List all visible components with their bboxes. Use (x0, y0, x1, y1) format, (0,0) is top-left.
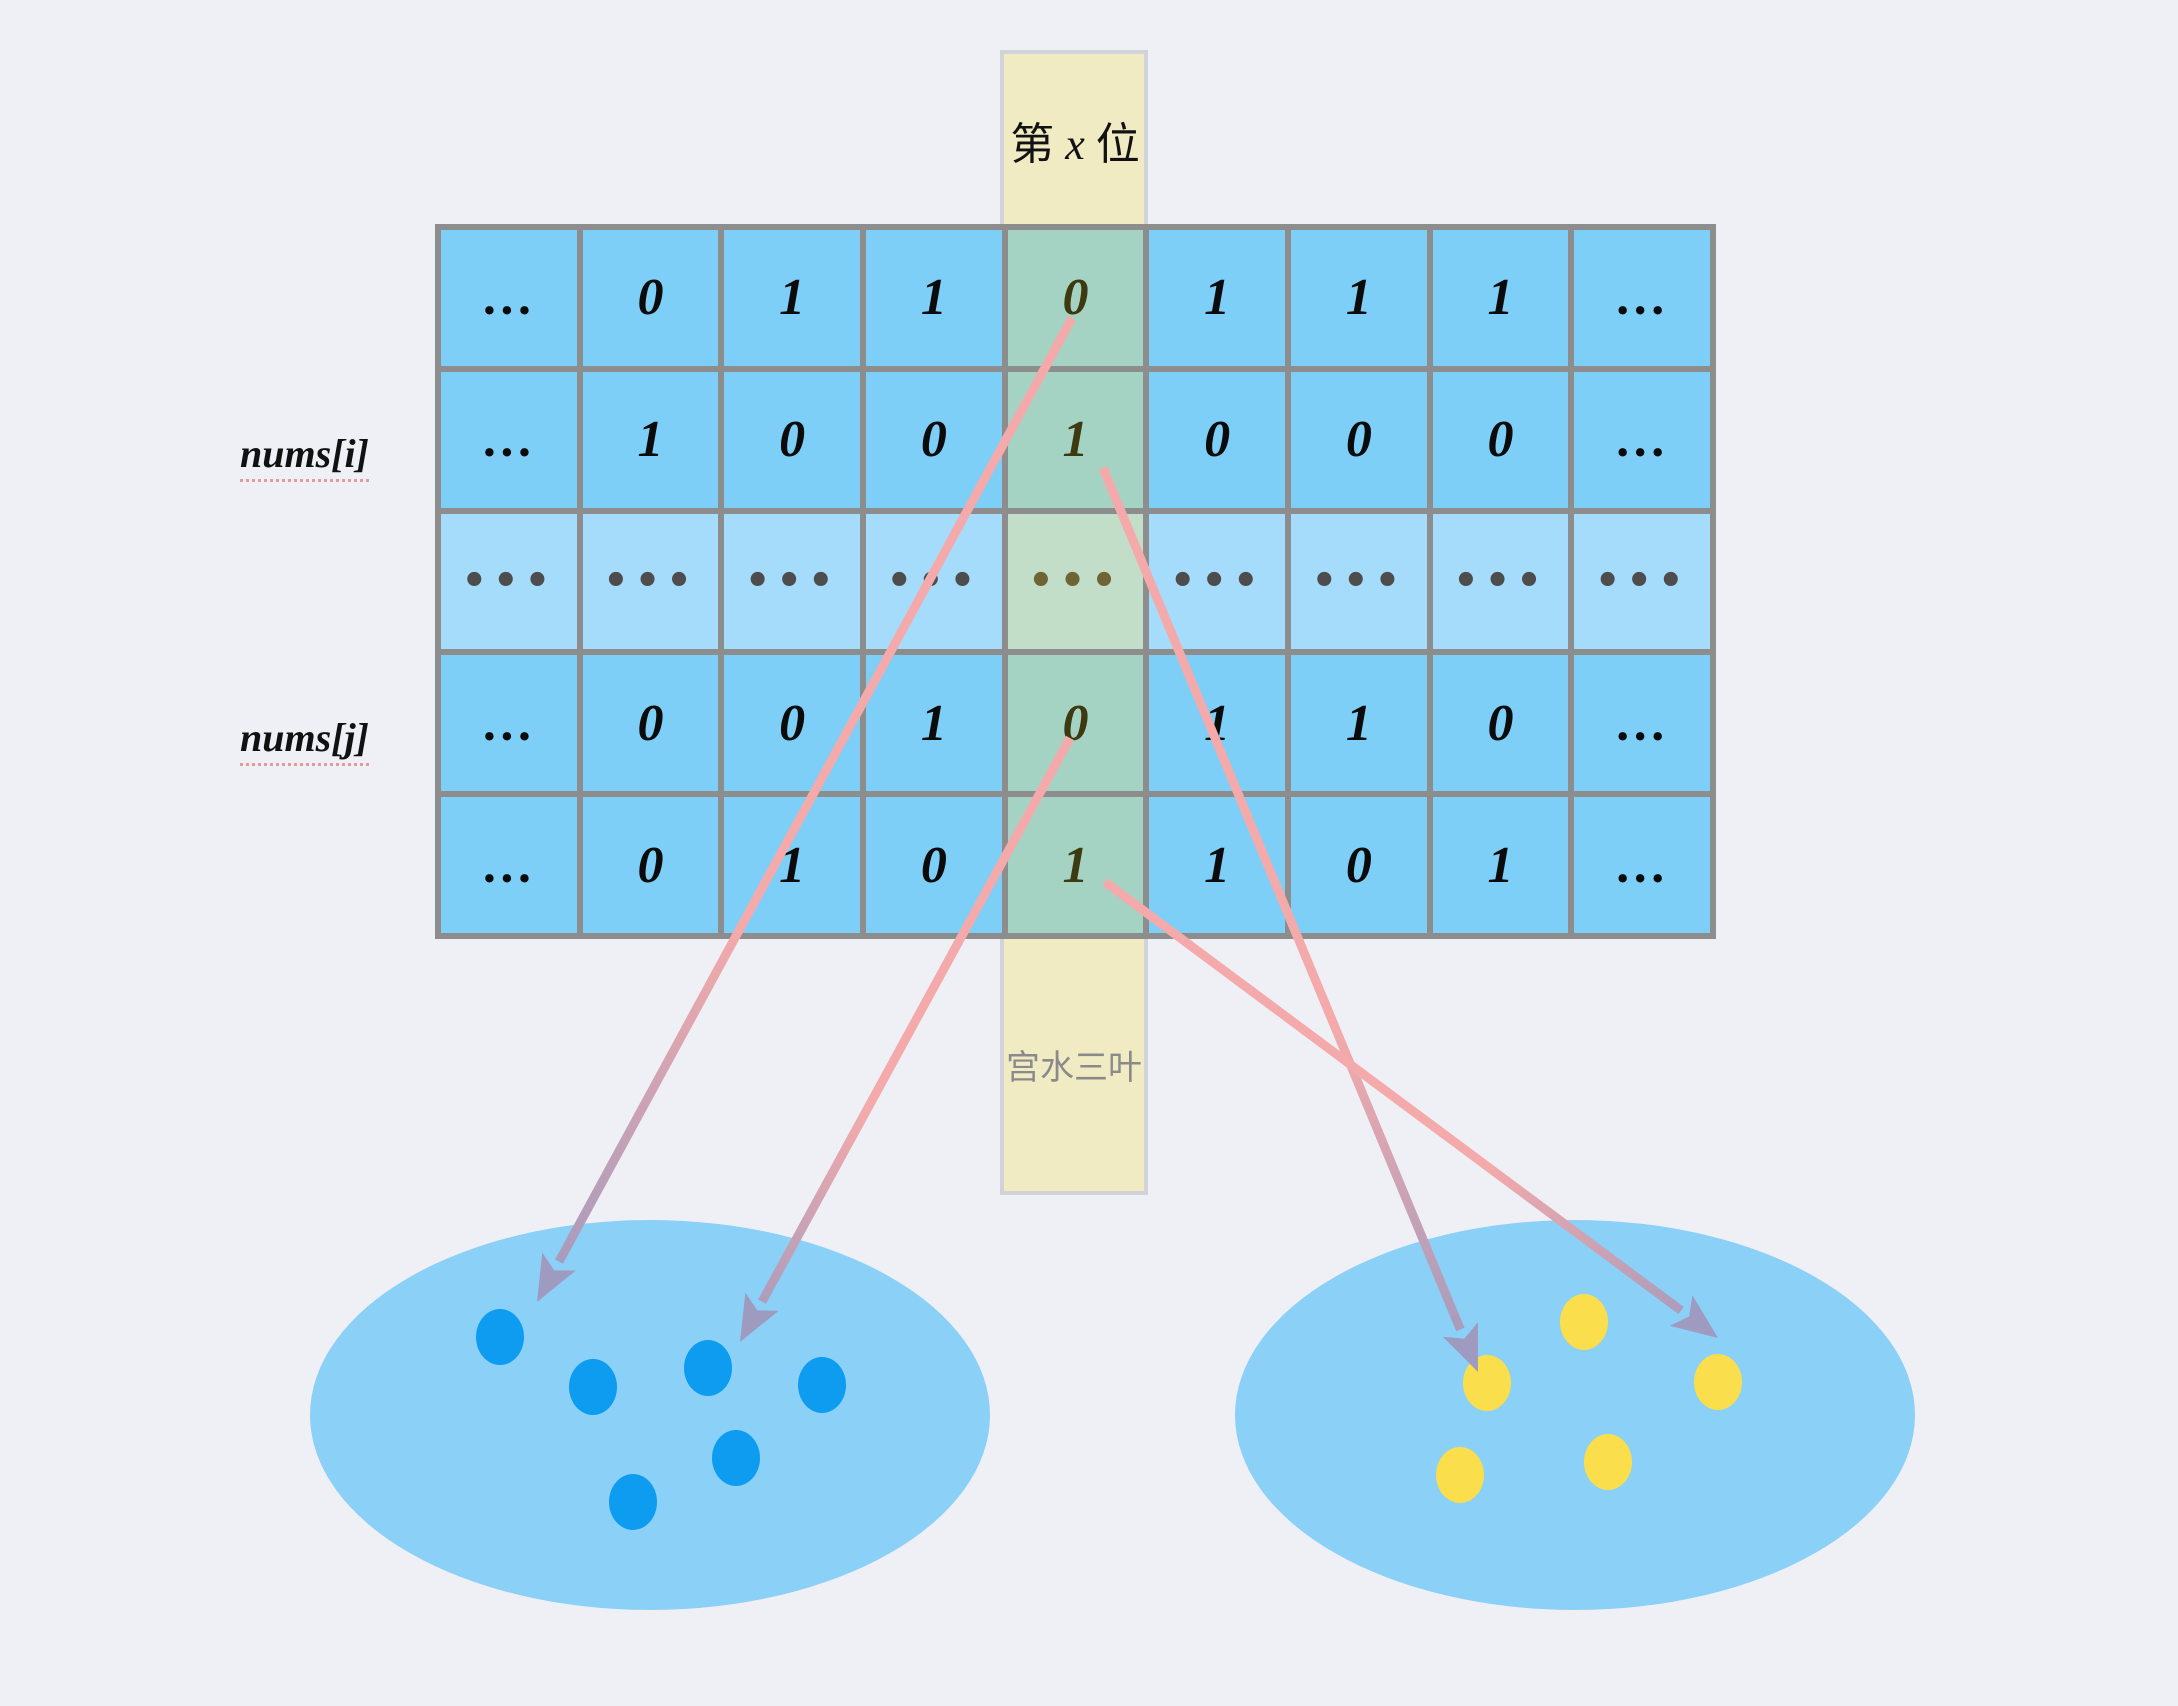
bit-cell-r3-c3: ••• (724, 513, 860, 650)
zero-bucket-dot-5 (712, 1430, 760, 1486)
bit-cell-r1-c9: … (1574, 230, 1710, 366)
bit-cell-r3-c8: ••• (1432, 513, 1569, 650)
bit-cell-r4-c6: 1 (1149, 655, 1285, 792)
bit-cell-r5-c8: 1 (1432, 797, 1569, 933)
bit-title-prefix: 第 (1010, 120, 1055, 169)
bit-cell-r3-c4: ••• (866, 513, 1002, 650)
bit-cell-r3-c9: ••• (1574, 513, 1710, 650)
bit-cell-r1-c1: … (441, 230, 577, 366)
bit-cell-r2-c7: 0 (1291, 371, 1427, 508)
bit-cell-r4-c8: 0 (1432, 655, 1569, 792)
ellipsis-dots: ••• (1169, 558, 1265, 605)
bit-cell-r2-c1: … (441, 371, 577, 508)
watermark-text: 宫水三叶 (1006, 1048, 1142, 1088)
bit-cell-r5-c6: 1 (1149, 797, 1285, 933)
ellipsis-dots: ••• (461, 558, 557, 605)
row-label-nums-j: nums[j] (240, 714, 369, 766)
bit-cell-r1-c2: 0 (582, 230, 719, 366)
bit-title-variable: x (1065, 120, 1085, 169)
bit-cell-r5-c5: 1 (1007, 797, 1144, 933)
bit-cell-r2-c8: 0 (1432, 371, 1569, 508)
bit-cell-r5-c1: … (441, 797, 577, 933)
bit-cell-r3-c2: ••• (582, 513, 719, 650)
ellipsis-dots: ••• (603, 558, 698, 605)
zero-bucket-dot-3 (684, 1340, 732, 1396)
one-bucket-dot-3 (1694, 1354, 1742, 1410)
bit-cell-r3-c6: ••• (1149, 513, 1285, 650)
bit-cell-r3-c7: ••• (1291, 513, 1427, 650)
bit-cell-r1-c6: 1 (1149, 230, 1285, 366)
bit-cell-r4-c1: … (441, 655, 577, 792)
zero-bucket-dot-2 (569, 1359, 617, 1415)
bit-cell-r4-c3: 0 (724, 655, 860, 792)
one-bucket-dot-1 (1560, 1294, 1608, 1350)
bit-cell-r2-c9: … (1574, 371, 1710, 508)
zero-bucket-dot-6 (609, 1474, 657, 1530)
ellipsis-dots: ••• (1594, 558, 1690, 605)
zero-bucket-dot-1 (476, 1309, 524, 1365)
bit-cell-r1-c4: 1 (866, 230, 1002, 366)
bit-cell-r2-c6: 0 (1149, 371, 1285, 508)
bit-cell-r3-c1: ••• (441, 513, 577, 650)
bit-cell-r2-c4: 0 (866, 371, 1002, 508)
bit-cell-r5-c3: 1 (724, 797, 860, 933)
bit-cell-r4-c2: 0 (582, 655, 719, 792)
row-label-nums-i: nums[i] (240, 430, 369, 482)
bit-cell-r3-c5: ••• (1007, 513, 1144, 650)
ellipsis-dots: ••• (1028, 558, 1123, 605)
bit-cell-r1-c7: 1 (1291, 230, 1427, 366)
bit-cell-r4-c5: 0 (1007, 655, 1144, 792)
one-bucket-ellipse (1235, 1220, 1915, 1610)
bit-cell-r5-c7: 0 (1291, 797, 1427, 933)
bit-cell-r1-c5: 0 (1007, 230, 1144, 366)
ellipsis-dots: ••• (744, 558, 840, 605)
zero-bucket-ellipse (310, 1220, 990, 1610)
one-bucket-dot-5 (1584, 1434, 1632, 1490)
bit-cell-r4-c9: … (1574, 655, 1710, 792)
bit-cell-r4-c4: 1 (866, 655, 1002, 792)
ellipsis-dots: ••• (1311, 558, 1407, 605)
ellipsis-dots: ••• (1453, 558, 1548, 605)
bit-cell-r4-c7: 1 (1291, 655, 1427, 792)
bit-title-suffix: 位 (1095, 120, 1140, 169)
bit-cell-r5-c2: 0 (582, 797, 719, 933)
zero-bucket-dot-4 (798, 1357, 846, 1413)
bit-cell-r2-c5: 1 (1007, 371, 1144, 508)
bit-cell-r1-c8: 1 (1432, 230, 1569, 366)
ellipsis-dots: ••• (886, 558, 982, 605)
bit-cell-r5-c4: 0 (866, 797, 1002, 933)
one-bucket-dot-2 (1463, 1355, 1511, 1411)
bit-cell-r1-c3: 1 (724, 230, 860, 366)
bit-cell-r2-c3: 0 (724, 371, 860, 508)
bit-cell-r5-c9: … (1574, 797, 1710, 933)
bit-cell-r2-c2: 1 (582, 371, 719, 508)
one-bucket-dot-4 (1436, 1447, 1484, 1503)
bit-position-title: 第 x 位 (940, 108, 1210, 172)
